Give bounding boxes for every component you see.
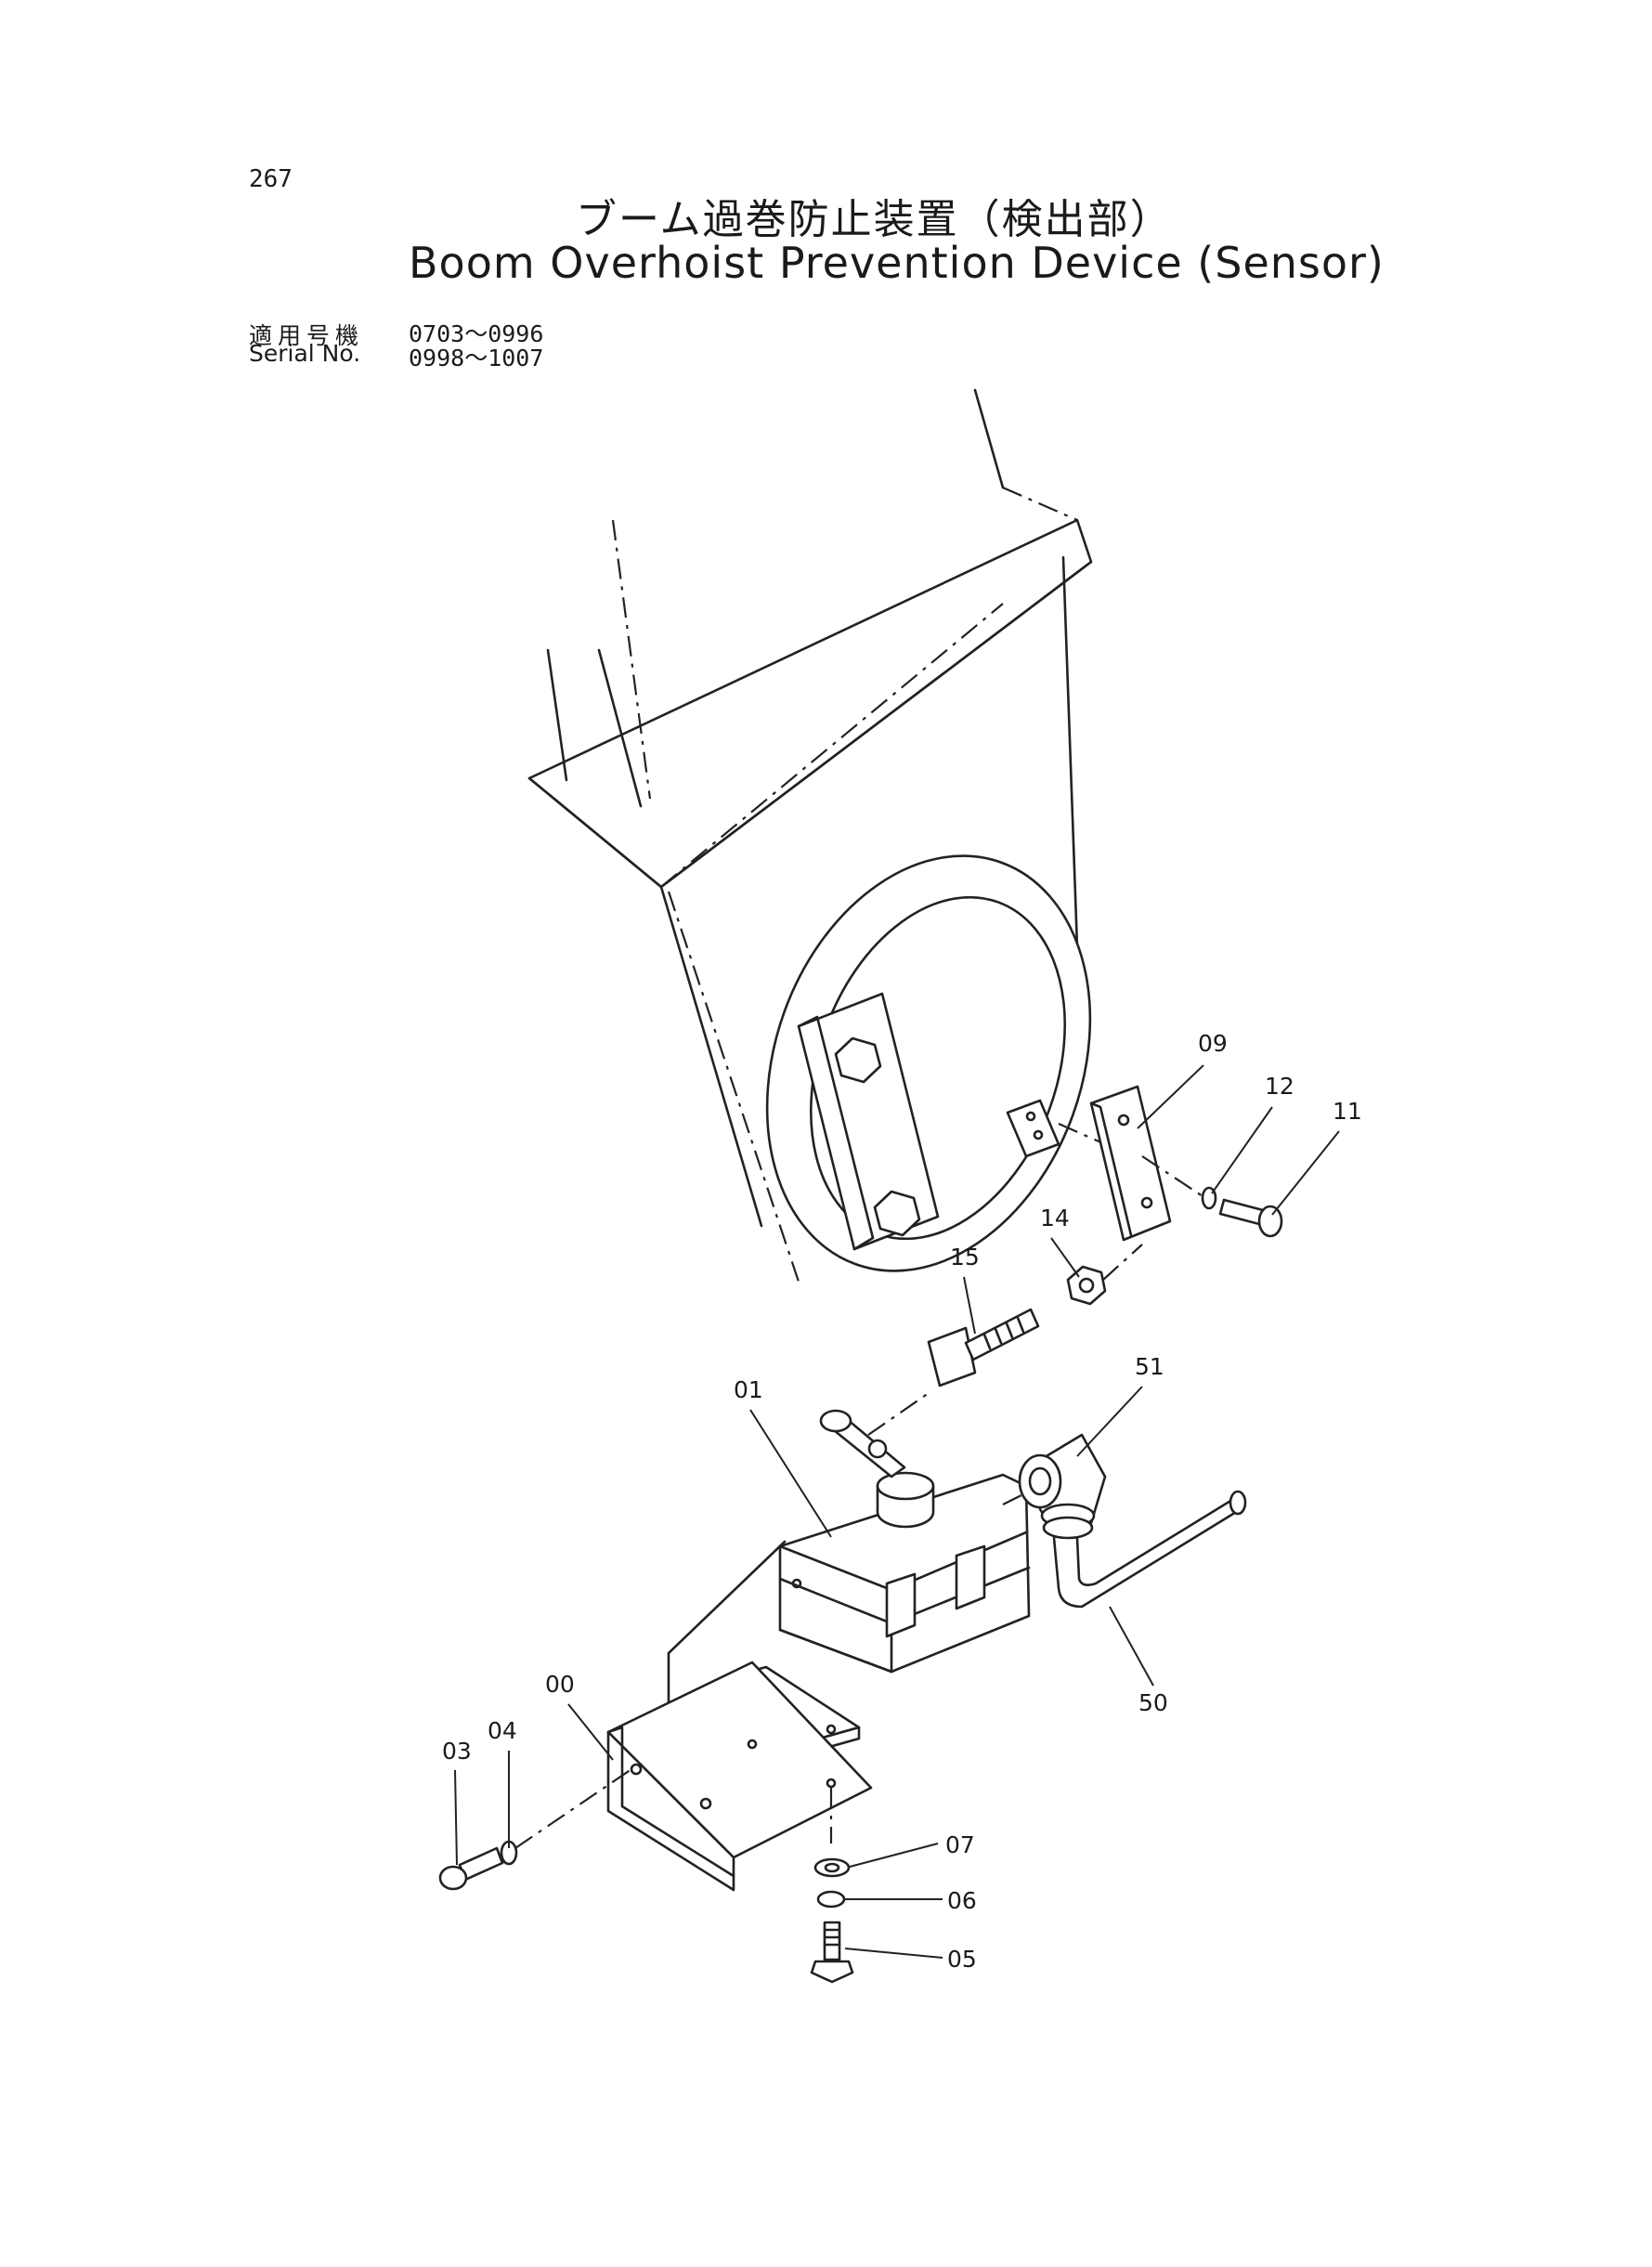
part-05-bolt (810, 1921, 854, 1984)
callout-09: 09 (1198, 1030, 1228, 1057)
title-english: Boom Overhoist Prevention Device (Sensor… (409, 238, 1385, 288)
serial-label-japanese: 適用号機 (249, 322, 365, 349)
callout-05: 05 (947, 1946, 977, 1973)
callout-07: 07 (945, 1831, 975, 1858)
callout-01: 01 (734, 1376, 763, 1403)
page-number: 267 (249, 165, 293, 193)
callout-14: 14 (1040, 1205, 1070, 1231)
callout-04: 04 (488, 1717, 517, 1744)
part-00-bracket (606, 1661, 873, 1892)
callout-11: 11 (1333, 1098, 1362, 1125)
callout-51: 51 (1135, 1353, 1164, 1380)
callout-labels: 09 12 11 14 15 01 51 50 00 04 03 07 06 0… (442, 1030, 1362, 1973)
part-07-washer (813, 1857, 851, 1878)
leader-lines (454, 1064, 1340, 1959)
callout-03: 03 (442, 1738, 472, 1765)
part-06-spring-washer (816, 1890, 846, 1909)
callout-50: 50 (1138, 1689, 1168, 1716)
part-09-plate (1089, 1085, 1172, 1242)
callout-12: 12 (1265, 1073, 1294, 1100)
part-03-bolt (438, 1846, 504, 1891)
part-01-limit-switch (778, 1409, 1031, 1674)
callout-06: 06 (947, 1887, 977, 1914)
serial-range-2: 0998～1007 (409, 345, 544, 371)
serial-label-english: Serial No. (249, 340, 361, 367)
callout-00: 00 (545, 1671, 575, 1698)
boom-arm (527, 388, 1093, 1283)
part-51-elbow-fitting (1018, 1433, 1107, 1540)
callout-15: 15 (950, 1244, 980, 1270)
part-15-bolt (927, 1308, 1040, 1388)
part-14-nut (1066, 1265, 1107, 1306)
part-11-bolt (1218, 1198, 1283, 1238)
part-50-pipe (1052, 1490, 1247, 1609)
serial-range-1: 0703～0996 (409, 320, 544, 347)
title-japanese: ブーム過巻防止装置（検出部） (576, 196, 1173, 243)
